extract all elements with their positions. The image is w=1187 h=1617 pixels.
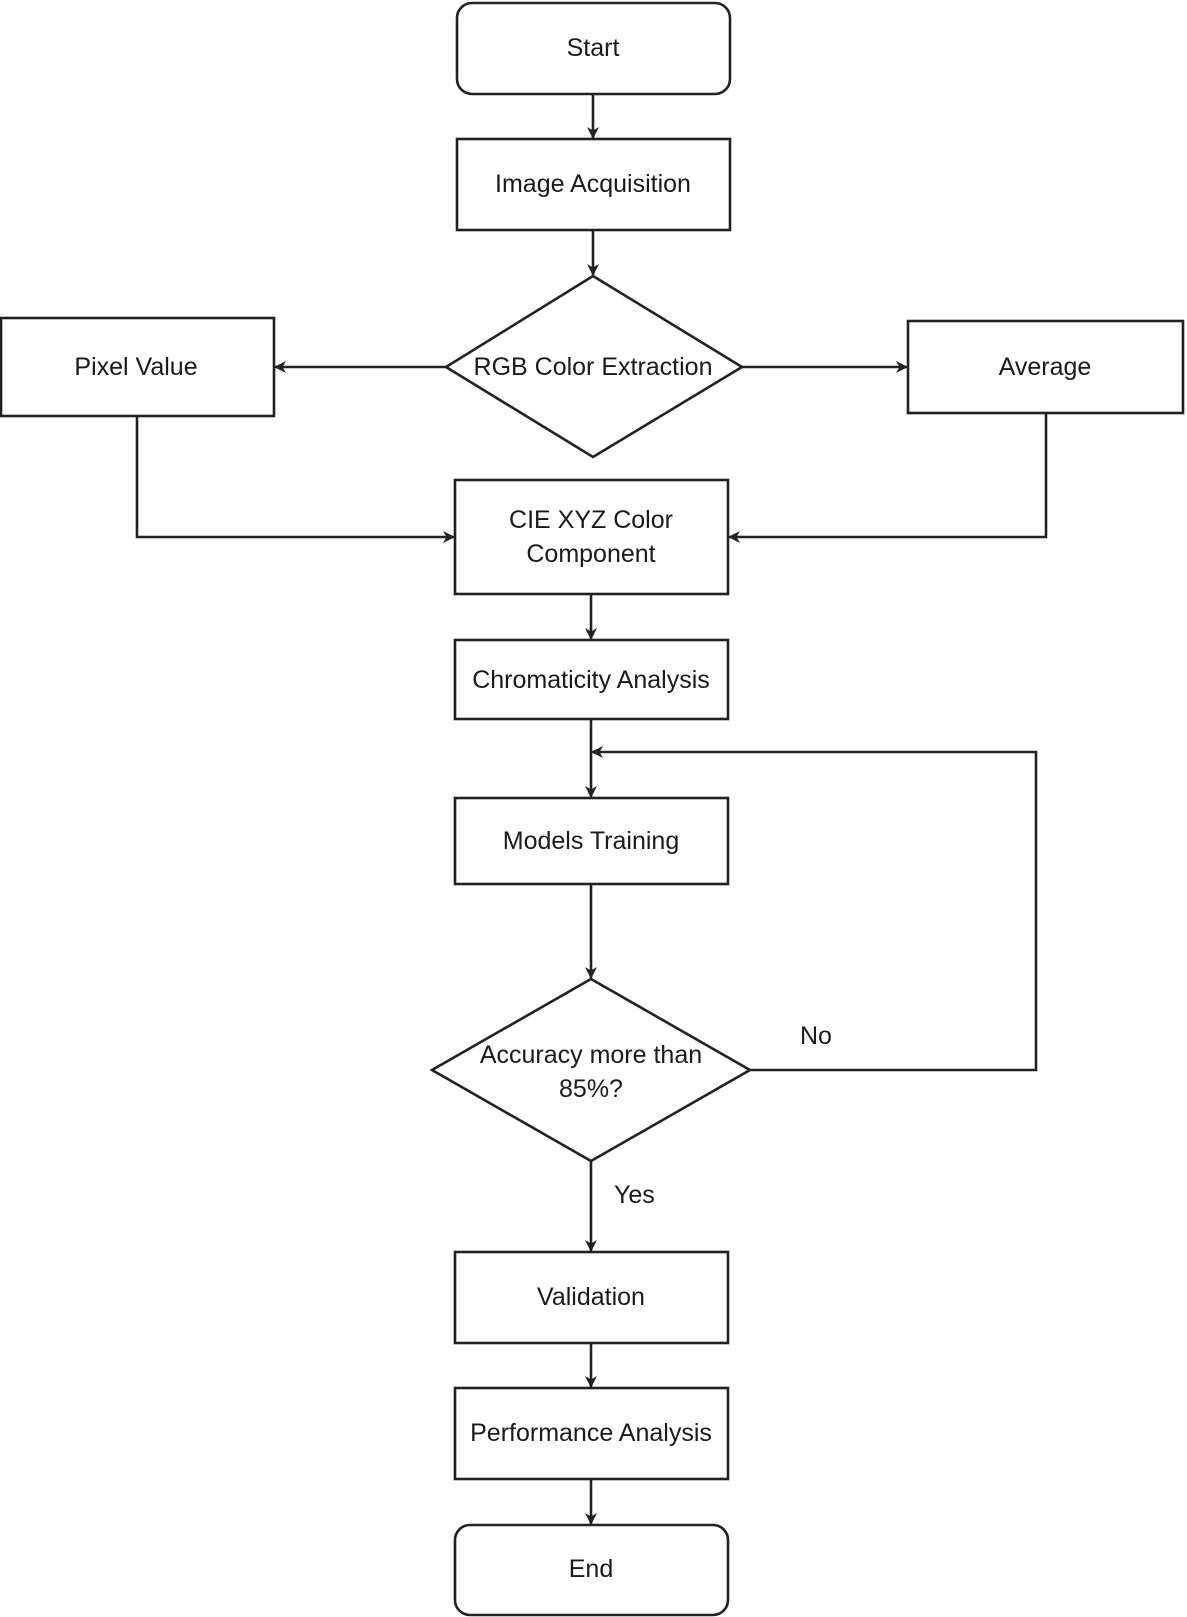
end-label: End: [569, 1555, 613, 1583]
cie-xyz-node: CIE XYZ Color Component: [453, 478, 730, 596]
accuracy-label-line2: 85%?: [559, 1075, 623, 1103]
image-acquisition-label: Image Acquisition: [495, 170, 691, 198]
pixel-value-node: Pixel Value: [0, 316, 276, 418]
validation-node: Validation: [453, 1250, 730, 1345]
arrow-accuracy-no-loop: [591, 746, 1038, 1072]
performance-node: Performance Analysis: [453, 1386, 730, 1481]
average-node: Average: [906, 319, 1185, 415]
models-training-label: Models Training: [503, 827, 679, 855]
cie-xyz-label-line1: CIE XYZ Color: [509, 506, 673, 534]
yes-edge-label: Yes: [614, 1181, 655, 1209]
start-node: Start: [455, 1, 732, 96]
image-acquisition-node: Image Acquisition: [455, 137, 732, 232]
no-edge-label: No: [800, 1022, 832, 1050]
accuracy-decision-node: Accuracy more than 85%?: [429, 977, 753, 1163]
pixel-value-label: Pixel Value: [74, 353, 197, 381]
arrow-pixel-value-to-cie: [135, 416, 455, 543]
arrow-average-to-cie: [728, 413, 1048, 543]
chromaticity-node: Chromaticity Analysis: [453, 638, 730, 721]
accuracy-label-line1: Accuracy more than: [480, 1041, 702, 1069]
chromaticity-label: Chromaticity Analysis: [472, 666, 710, 694]
end-node: End: [453, 1523, 730, 1617]
rgb-extraction-label: RGB Color Extraction: [474, 353, 713, 381]
start-label: Start: [567, 34, 620, 62]
models-training-node: Models Training: [453, 796, 730, 886]
average-label: Average: [999, 353, 1092, 381]
validation-label: Validation: [537, 1283, 645, 1311]
performance-label: Performance Analysis: [470, 1419, 712, 1447]
rgb-extraction-node: RGB Color Extraction: [443, 274, 745, 459]
cie-xyz-label-line2: Component: [526, 540, 655, 568]
